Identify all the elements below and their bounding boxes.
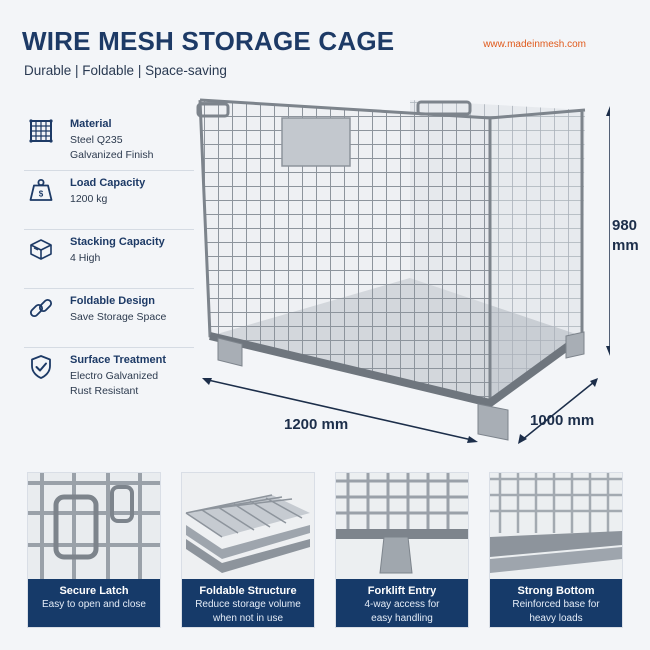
feature-title: Load Capacity	[70, 177, 146, 189]
card-description: easy handling	[371, 613, 433, 624]
card-description: heavy loads	[529, 613, 583, 624]
feature-title: Foldable Design	[70, 295, 155, 307]
feature-surface-treatment: Surface Treatment Electro Galvanized Rus…	[24, 348, 194, 407]
feature-title: Stacking Capacity	[70, 236, 165, 248]
feature-list: Material Steel Q235 Galvanized Finish $ …	[24, 112, 194, 407]
forklift-base-photo	[336, 473, 468, 579]
height-dimension: 980 mm	[612, 216, 639, 256]
card-secure-latch: Secure Latch Easy to open and close	[27, 472, 161, 628]
folded-cage-photo	[182, 473, 314, 579]
card-caption: Strong Bottom Reinforced base for heavy …	[490, 579, 622, 627]
feature-material: Material Steel Q235 Galvanized Finish	[24, 112, 194, 171]
feature-detail: Electro Galvanized	[70, 370, 159, 382]
feature-load-capacity: $ Load Capacity 1200 kg	[24, 171, 194, 230]
card-caption: Secure Latch Easy to open and close	[28, 579, 160, 627]
card-description: Reinforced base for	[512, 599, 600, 610]
page-subtitle: Durable | Foldable | Space-saving	[24, 63, 227, 78]
stacked-boxes-icon	[30, 239, 52, 260]
width-dimension: 1200 mm	[284, 416, 349, 433]
feature-detail: Save Storage Space	[70, 311, 167, 323]
card-title: Secure Latch	[59, 585, 129, 597]
feature-title: Surface Treatment	[70, 354, 166, 366]
feature-title: Material	[70, 118, 112, 130]
card-caption: Forklift Entry 4-way access for easy han…	[336, 579, 468, 627]
feature-stacking-capacity: Stacking Capacity 4 High	[24, 230, 194, 289]
mesh-grid-icon	[29, 119, 53, 143]
latch-photo	[28, 473, 160, 579]
feature-detail: Galvanized Finish	[70, 149, 154, 161]
svg-text:$: $	[39, 190, 44, 199]
reinforced-base-photo	[490, 473, 622, 579]
card-foldable-structure: Foldable Structure Reduce storage volume…	[181, 472, 315, 628]
weight-icon: $	[29, 179, 53, 201]
card-description: Easy to open and close	[42, 599, 146, 610]
card-title: Forklift Entry	[367, 585, 437, 597]
height-unit: mm	[612, 237, 639, 254]
page-title: WIRE MESH STORAGE CAGE	[22, 26, 395, 56]
card-description: when not in use	[212, 613, 284, 624]
detail-cards: Secure Latch Easy to open and close Fold…	[27, 472, 623, 630]
depth-dimension: 1000 mm	[530, 412, 595, 429]
wire-mesh-cage-image	[196, 98, 610, 444]
feature-detail: 4 High	[70, 252, 101, 264]
card-forklift-entry: Forklift Entry 4-way access for easy han…	[335, 472, 469, 628]
card-title: Strong Bottom	[517, 585, 595, 597]
feature-foldable-design: Foldable Design Save Storage Space	[24, 289, 194, 348]
shield-check-icon	[31, 355, 51, 379]
feature-detail: 1200 kg	[70, 193, 108, 205]
card-caption: Foldable Structure Reduce storage volume…	[182, 579, 314, 627]
card-description: Reduce storage volume	[195, 599, 301, 610]
height-value: 980	[612, 217, 638, 234]
card-strong-bottom: Strong Bottom Reinforced base for heavy …	[489, 472, 623, 628]
website-link[interactable]: www.madeinmesh.com	[483, 39, 586, 50]
feature-detail: Rust Resistant	[70, 385, 139, 397]
feature-detail: Steel Q235	[70, 134, 123, 146]
link-chain-icon	[29, 298, 53, 318]
card-description: 4-way access for	[364, 599, 440, 610]
card-title: Foldable Structure	[199, 585, 297, 597]
